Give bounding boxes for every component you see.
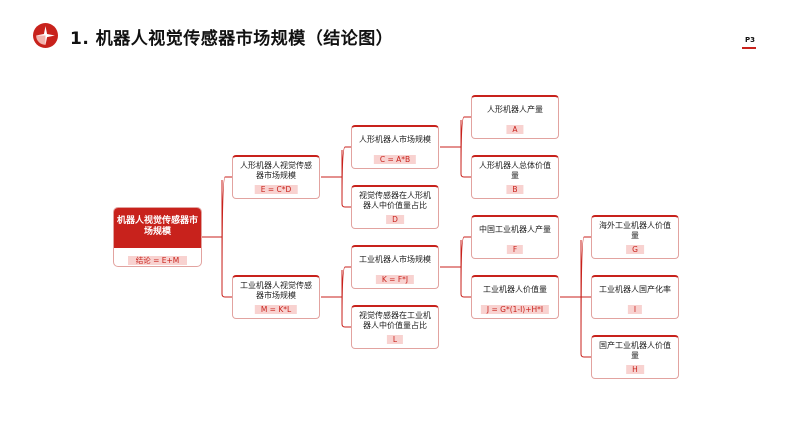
root-node-label: 机器人视觉传感器市场规模	[114, 208, 201, 248]
node-label: 人形机器人市场规模	[359, 135, 431, 144]
node-formula: M = K*L	[254, 305, 298, 314]
node-formula: A	[506, 125, 524, 134]
node-formula: L	[386, 335, 404, 344]
node-i: 工业机器人国产化率 I	[591, 275, 679, 319]
page-title: 1. 机器人视觉传感器市场规模（结论图）	[70, 29, 394, 49]
node-label: 人形机器人视觉传感器市场规模	[240, 161, 312, 180]
node-l: 视觉传感器在工业机器人中价值量占比 L	[351, 305, 439, 349]
node-formula: H	[626, 365, 644, 374]
node-formula: E = C*D	[254, 185, 298, 194]
node-h: 国产工业机器人价值量 H	[591, 335, 679, 379]
node-g: 海外工业机器人价值量 G	[591, 215, 679, 259]
node-k: 工业机器人市场规模 K = F*J	[351, 245, 439, 289]
node-m: 工业机器人视觉传感器市场规模 M = K*L	[232, 275, 320, 319]
page-number-underline	[742, 47, 756, 49]
node-label: 人形机器人总体价值量	[479, 161, 551, 180]
node-label: 工业机器人市场规模	[359, 255, 431, 264]
brand-logo-icon	[33, 23, 58, 48]
node-c: 人形机器人市场规模 C = A*B	[351, 125, 439, 169]
node-label: 工业机器人视觉传感器市场规模	[240, 281, 312, 300]
root-node-formula: 结论 = E+M	[127, 256, 188, 265]
node-formula: D	[386, 215, 404, 224]
node-formula: B	[506, 185, 524, 194]
node-b: 人形机器人总体价值量 B	[471, 155, 559, 199]
node-formula: J = G*(1-I)+H*I	[480, 305, 550, 314]
node-formula: G	[626, 245, 644, 254]
node-label: 国产工业机器人价值量	[599, 341, 671, 360]
node-label: 海外工业机器人价值量	[599, 221, 671, 240]
node-formula: F	[506, 245, 524, 254]
node-j: 工业机器人价值量 J = G*(1-I)+H*I	[471, 275, 559, 319]
root-node-market-size: 机器人视觉传感器市场规模 结论 = E+M	[113, 207, 202, 267]
node-formula: K = F*J	[375, 275, 415, 284]
node-label: 人形机器人产量	[487, 105, 543, 114]
page-number: P3	[745, 36, 756, 44]
node-label: 工业机器人价值量	[483, 285, 547, 294]
node-a: 人形机器人产量 A	[471, 95, 559, 139]
node-d: 视觉传感器在人形机器人中价值量占比 D	[351, 185, 439, 229]
node-f: 中国工业机器人产量 F	[471, 215, 559, 259]
node-label: 中国工业机器人产量	[479, 225, 551, 234]
node-label: 视觉传感器在人形机器人中价值量占比	[359, 191, 431, 210]
node-label: 工业机器人国产化率	[599, 285, 671, 294]
node-e: 人形机器人视觉传感器市场规模 E = C*D	[232, 155, 320, 199]
node-formula: I	[627, 305, 643, 314]
node-label: 视觉传感器在工业机器人中价值量占比	[359, 311, 431, 330]
node-formula: C = A*B	[373, 155, 417, 164]
